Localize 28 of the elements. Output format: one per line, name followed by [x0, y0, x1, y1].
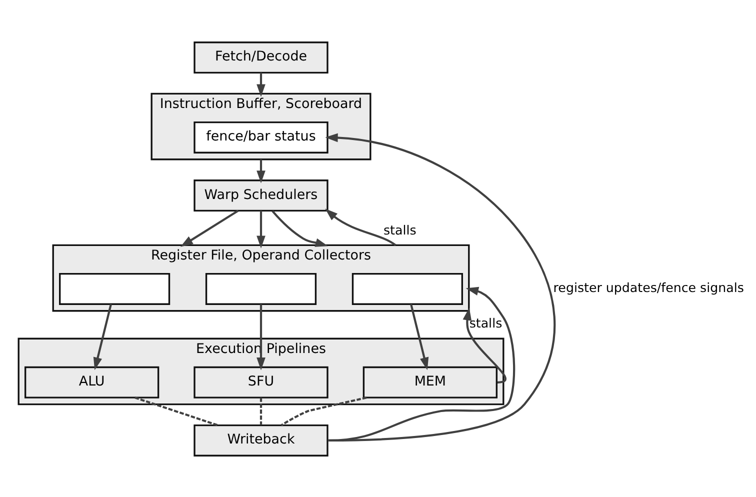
node-box: ALU: [24, 366, 160, 398]
arrow: [180, 209, 239, 246]
node-box: [352, 272, 464, 304]
node-box: SFU: [194, 366, 328, 398]
arrow: [256, 210, 266, 248]
arrow: [325, 132, 556, 442]
arrow: [256, 158, 266, 183]
node-box: Fetch/Decode: [194, 41, 328, 73]
node-box: Warp Schedulers: [194, 179, 328, 212]
node-box: fence/bar status: [194, 120, 328, 153]
arrow: [328, 286, 516, 442]
edge-label: stalls: [383, 222, 416, 237]
connector: [280, 396, 367, 426]
edge-label: register updates/fence signals: [553, 279, 744, 294]
arrow: [325, 208, 396, 246]
edge-label: stalls: [469, 315, 502, 330]
arrow: [256, 72, 266, 96]
node-box: Writeback: [194, 424, 328, 456]
node-box: MEM: [362, 366, 498, 398]
node-box: [59, 272, 170, 304]
connector: [260, 397, 262, 424]
arrow: [272, 210, 328, 246]
arrow: [93, 303, 112, 370]
arrow: [256, 304, 266, 370]
node-box: [205, 272, 317, 304]
arrow: [410, 303, 429, 370]
arrow: [462, 307, 506, 383]
cluster: Register File, Operand Collectors: [52, 244, 470, 312]
